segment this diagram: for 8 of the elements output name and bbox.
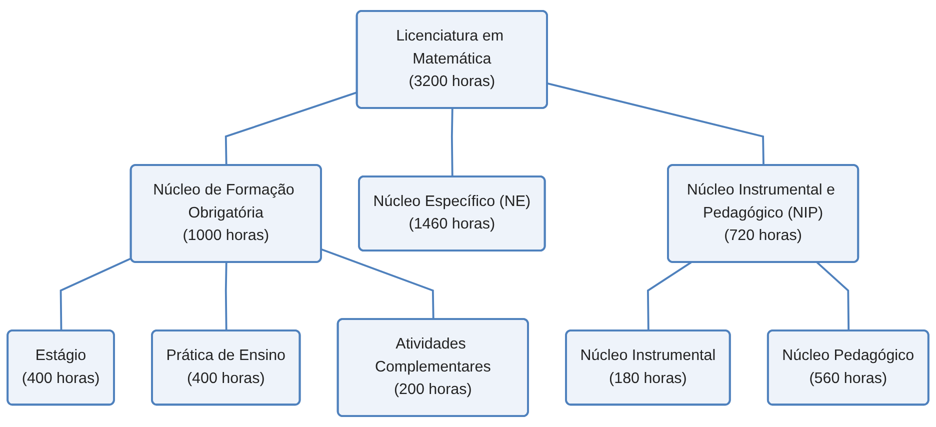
connector xyxy=(321,248,434,320)
connector xyxy=(450,108,454,177)
connector xyxy=(816,262,850,331)
connector xyxy=(647,262,692,331)
connector xyxy=(224,91,358,166)
connector xyxy=(547,82,764,166)
connector xyxy=(60,257,132,331)
connector xyxy=(224,262,228,331)
